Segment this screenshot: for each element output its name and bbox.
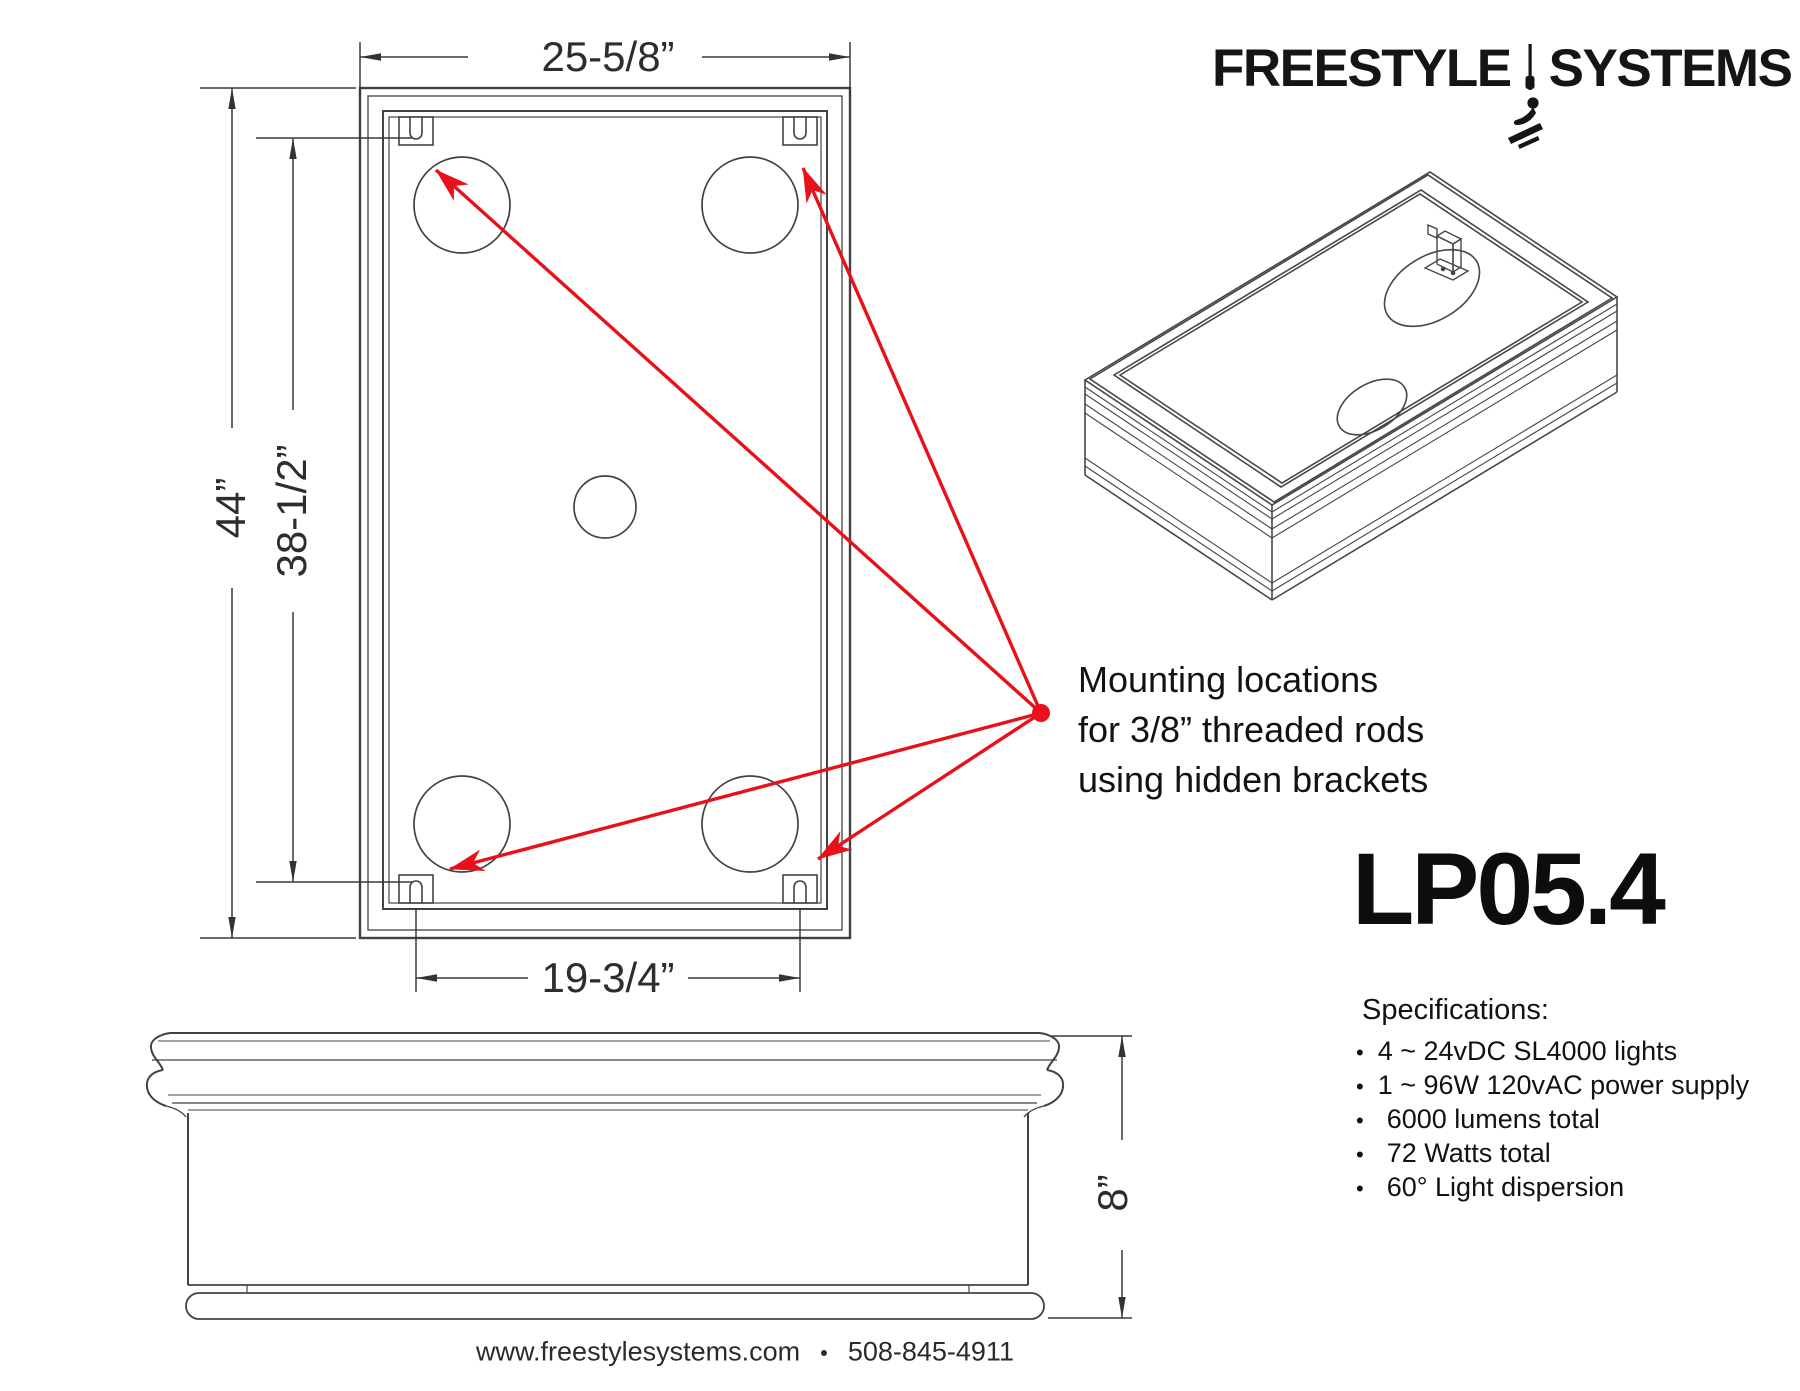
plan-dimensions — [200, 42, 851, 992]
footer-separator: • — [820, 1340, 828, 1366]
model-number: LP05.4 — [1352, 832, 1666, 946]
mounting-note-line-1: Mounting locations — [1078, 659, 1379, 700]
spec-item: • 60° Light dispersion — [1356, 1171, 1749, 1205]
iso-hole-small — [1336, 378, 1408, 436]
specifications-heading: Specifications: — [1362, 994, 1549, 1026]
skier-on-rope-icon — [1507, 44, 1543, 149]
plan-outer-frame — [358, 86, 852, 940]
bullet-icon: • — [1356, 1142, 1364, 1167]
dim-mount-width-label: 19-3/4” — [535, 954, 681, 1002]
specifications: Specifications: • 4 ~ 24vDC SL4000 light… — [1356, 994, 1749, 1205]
side-view — [145, 1032, 1065, 1320]
spec-item: • 72 Watts total — [1356, 1137, 1749, 1171]
plan-recess-rim-inner-line — [388, 116, 822, 904]
brand-logo: FREESTYLE SYSTEMS — [1212, 39, 1793, 149]
footer-phone: 508-845-4911 — [847, 1336, 1014, 1367]
mounting-note: Mounting locations for 3/8” threaded rod… — [1078, 655, 1428, 805]
plan-view — [358, 86, 852, 940]
arrow-origin-dot — [1032, 704, 1050, 722]
spec-item: • 4 ~ 24vDC SL4000 lights — [1356, 1035, 1749, 1069]
dim-mount-height-label: 38-1/2” — [268, 438, 316, 584]
footer: www.freestylesystems.com • 508-845-4911 — [476, 1337, 1014, 1368]
mount-brackets — [398, 116, 818, 904]
brand-name-right: SYSTEMS — [1548, 39, 1793, 98]
side-view-dimension — [1048, 1035, 1132, 1319]
iso-bracket — [1423, 223, 1470, 281]
dim-side-height-label: 8” — [1089, 1168, 1137, 1218]
isometric-view — [1083, 171, 1619, 601]
center-hole-circle — [573, 475, 637, 539]
spec-item: • 6000 lumens total — [1356, 1103, 1749, 1137]
plan-recess-rim — [382, 110, 828, 910]
light-hole-circles — [413, 156, 799, 873]
dim-overall-height-label: 44” — [207, 471, 255, 545]
iso-hole-large — [1383, 248, 1481, 328]
mounting-note-line-2: for 3/8” threaded rods — [1078, 709, 1425, 750]
bullet-icon: • — [1356, 1108, 1364, 1133]
bullet-icon: • — [1356, 1074, 1364, 1099]
plan-outer-frame-inner-line — [367, 95, 843, 931]
bullet-icon: • — [1356, 1040, 1364, 1065]
mounting-note-line-3: using hidden brackets — [1078, 759, 1429, 800]
spec-item: • 1 ~ 96W 120vAC power supply — [1356, 1069, 1749, 1103]
footer-website: www.freestylesystems.com — [476, 1336, 801, 1367]
dim-overall-width-label: 25-5/8” — [535, 33, 681, 81]
mounting-arrows — [434, 167, 1050, 871]
brand-name-left: FREESTYLE — [1212, 39, 1512, 98]
bullet-icon: • — [1356, 1176, 1364, 1201]
